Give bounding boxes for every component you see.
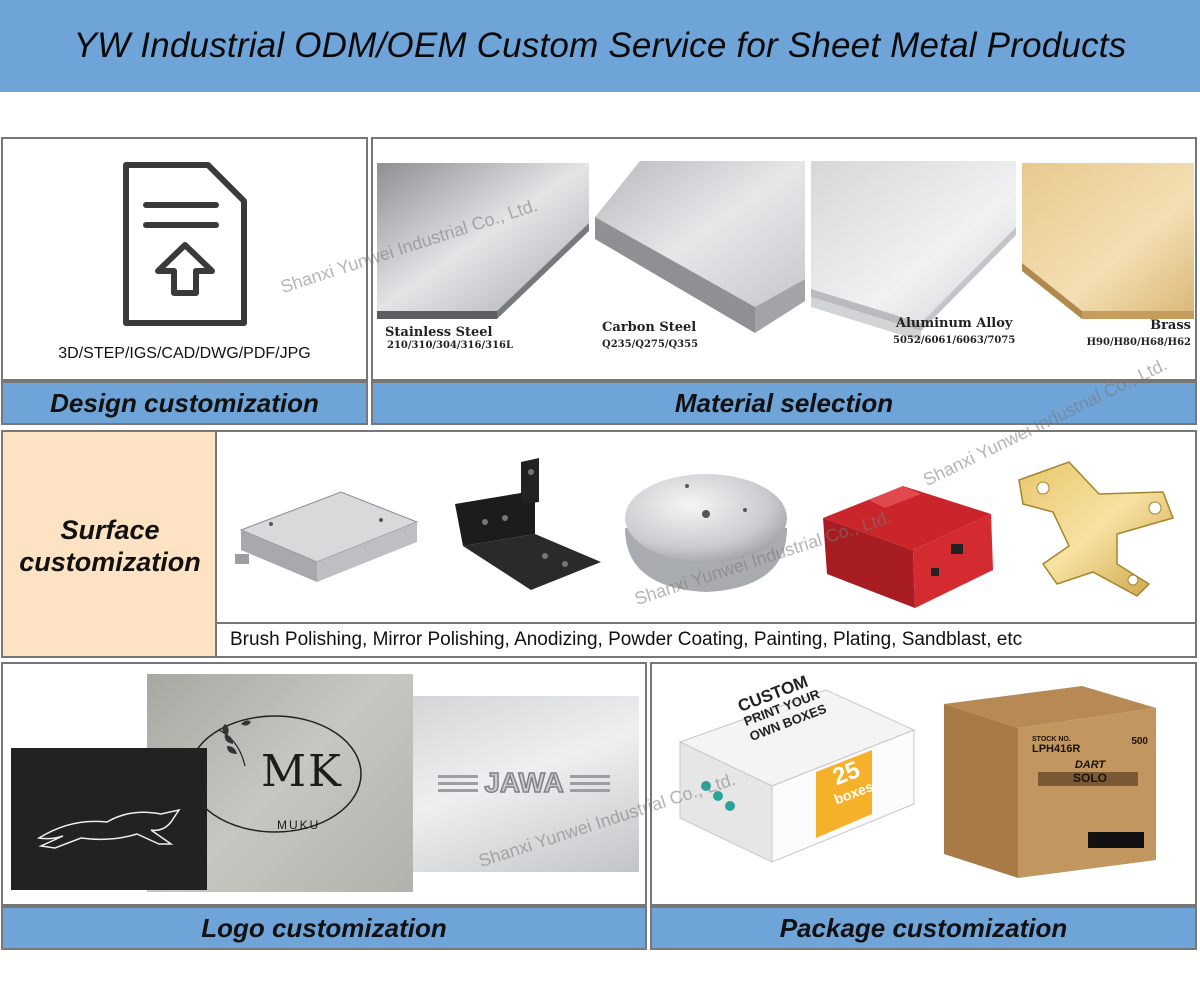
gold-clamp-part-image xyxy=(1018,461,1174,597)
logo-caption: Logo customization xyxy=(201,912,447,943)
package-panel: CUSTOM PRINT YOUR OWN BOXES 25 boxes STO… xyxy=(650,662,1197,906)
package-caption: Package customization xyxy=(779,912,1068,943)
round-cover-part-image xyxy=(625,474,787,592)
logo-panel: MK MUKU JAWA xyxy=(1,662,647,906)
surface-title: Surface customization xyxy=(19,515,201,577)
brass-sheet-image xyxy=(1022,163,1194,319)
material-label-carbon: Carbon Steel Q235/Q275/Q355 xyxy=(602,320,699,350)
leaping-cat-icon xyxy=(36,808,181,849)
black-plate-cat-image xyxy=(11,748,207,890)
logo-caption-bar: Logo customization xyxy=(1,906,647,950)
aluminum-alloy-sheet-image xyxy=(811,161,1016,341)
material-label-stainless: Stainless Steel 210/310/304/316/316L xyxy=(385,325,514,351)
design-caption: Design customization xyxy=(50,387,319,418)
material-label-brass: Brass H90/H80/H68/H62 xyxy=(1086,318,1191,348)
surface-finish-row xyxy=(217,622,1195,656)
material-caption: Material selection xyxy=(674,387,894,418)
mk-text: MK xyxy=(261,746,343,797)
white-mailer-box-image xyxy=(678,689,916,863)
embossed-aluminum-plate-image: JAWA xyxy=(413,696,639,872)
page-header: YW Industrial ODM/OEM Custom Service for… xyxy=(0,0,1200,92)
stainless-steel-sheet-image xyxy=(377,163,589,319)
black-bracket-part-image xyxy=(455,458,601,590)
design-caption-bar: Design customization xyxy=(1,381,368,425)
kraft-carton-box-image xyxy=(944,686,1156,878)
design-panel: 3D/STEP/IGS/CAD/DWG/PDF/JPG xyxy=(1,137,368,381)
surface-panel: Surface customization xyxy=(1,430,1197,658)
material-label-aluminum: Aluminum Alloy 5052/6061/6063/7075 xyxy=(893,316,1016,346)
package-caption-bar: Package customization xyxy=(650,906,1197,950)
brushed-tray-part-image xyxy=(235,491,419,582)
material-caption-bar: Material selection xyxy=(371,381,1197,425)
file-upload-icon xyxy=(123,162,247,326)
material-panel: Stainless Steel 210/310/304/316/316L Car… xyxy=(371,137,1197,381)
carbon-steel-sheet-image xyxy=(595,161,805,333)
file-formats: 3D/STEP/IGS/CAD/DWG/PDF/JPG xyxy=(58,345,311,362)
page-title: YW Industrial ODM/OEM Custom Service for… xyxy=(73,26,1127,65)
carton-print: STOCK NO. LPH416R 500 DART SOLO xyxy=(1032,736,1148,785)
jawa-emblem: JAWA xyxy=(429,766,619,800)
muku-text: MUKU xyxy=(277,818,321,832)
red-enclosure-part-image xyxy=(823,486,993,608)
surface-finishes-list: Brush Polishing, Mirror Polishing, Anodi… xyxy=(230,629,1023,650)
surface-title-cell: Surface customization xyxy=(3,432,217,656)
